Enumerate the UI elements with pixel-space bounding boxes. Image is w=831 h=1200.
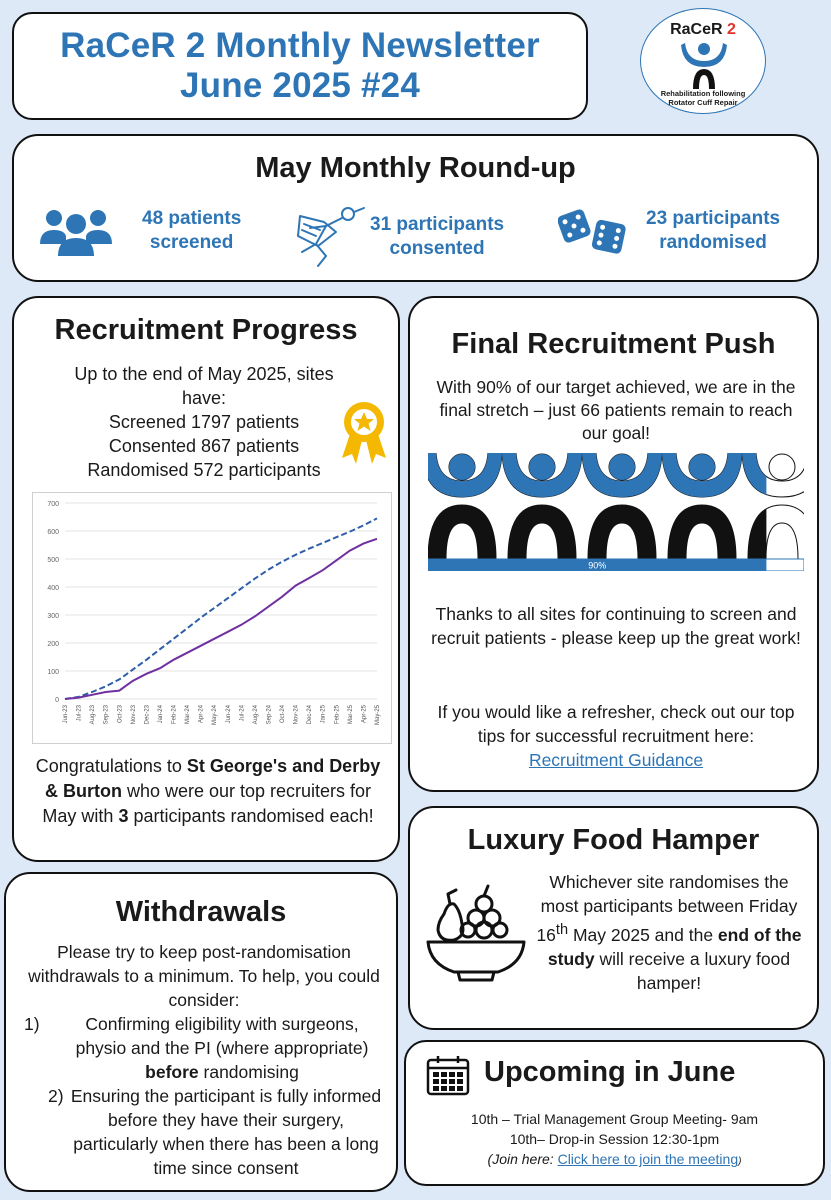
x-tick-label: Apr-24 (199, 704, 205, 723)
series-line-0 (64, 517, 378, 700)
x-tick-label: Feb-24 (172, 704, 178, 724)
y-tick-label: 600 (47, 529, 59, 536)
x-tick-label: May-25 (375, 704, 381, 725)
join-meeting-link[interactable]: Click here to join the meeting (557, 1151, 739, 1167)
stat-randomised: 23 participants randomised (558, 206, 780, 256)
monthly-roundup-panel: May Monthly Round-up 48 patients screene… (12, 134, 819, 282)
event-tmg-meeting: 10th – Trial Management Group Meeting- 9… (470, 1111, 759, 1127)
x-tick-label: Oct-23 (117, 704, 123, 723)
push-thanks-text: Thanks to all sites for continuing to sc… (431, 604, 801, 648)
final-recruitment-push-panel: Final Recruitment Push With 90% of our t… (408, 296, 819, 792)
x-tick-label: Jan-25 (321, 704, 327, 723)
calendar-icon (426, 1056, 470, 1096)
x-tick-label: Aug-24 (253, 704, 259, 724)
randomised-total: Randomised 572 participants (87, 460, 321, 480)
x-tick-label: Nov-23 (131, 704, 137, 724)
stat-randomised-line2: randomised (659, 232, 767, 253)
x-tick-label: Sep-23 (104, 704, 110, 724)
people-group-icon (40, 210, 112, 256)
x-tick-label: Nov-24 (294, 704, 300, 724)
stat-screened: 48 patients screened (38, 206, 241, 256)
event-drop-in-session: 10th– Drop-in Session 12:30-1pm (509, 1131, 720, 1147)
upcoming-title: Upcoming in June (484, 1056, 736, 1088)
stat-consented-line2: consented (389, 238, 485, 259)
y-tick-label: 400 (47, 585, 59, 592)
stat-screened-line2: screened (149, 232, 234, 253)
logo-sub-2: Rotator Cuff Repair (668, 98, 738, 107)
person-arms-up-icon (681, 43, 727, 89)
withdrawal-tip-1: 1) Confirming eligibility with surgeons,… (24, 1014, 369, 1082)
withdrawal-tip-2: 2) Ensuring the participant is fully inf… (48, 1086, 382, 1178)
logo-name: RaCeR (670, 21, 723, 38)
x-tick-label: Mar-24 (185, 704, 191, 724)
y-tick-label: 200 (47, 641, 59, 648)
series-line-1 (64, 537, 378, 700)
food-hamper-panel: Luxury Food Hamper Whichever site random… (408, 806, 819, 1030)
x-tick-label: Dec-24 (307, 704, 313, 724)
x-tick-label: Feb-25 (334, 704, 340, 724)
figure-filled (502, 453, 582, 559)
y-tick-label: 100 (47, 669, 59, 676)
x-tick-label: Mar-25 (348, 704, 354, 724)
x-tick-label: Apr-25 (361, 704, 367, 723)
y-tick-label: 700 (47, 501, 59, 508)
x-tick-label: Jul-23 (77, 704, 83, 721)
withdrawals-intro: Please try to keep post-randomisation wi… (28, 942, 380, 1010)
screened-total: Screened 1797 patients (108, 412, 300, 432)
logo-sub-1: Rehabilitation following (660, 89, 746, 98)
title-line-1: RaCeR 2 Monthly Newsletter (60, 26, 540, 65)
figure-filled (662, 453, 742, 559)
hamper-title: Luxury Food Hamper (467, 824, 760, 856)
y-tick-label: 500 (47, 557, 59, 564)
push-target-text: With 90% of our target achieved, we are … (436, 377, 796, 443)
newsletter-title: RaCeR 2 Monthly Newsletter June 2025 #24 (12, 12, 588, 120)
title-line-2: June 2025 #24 (180, 66, 420, 105)
top-recruiter-sites: St George's and Derby & Burton (44, 756, 381, 801)
top-recruiters-note: Congratulations to St George's and Derby… (35, 756, 381, 826)
figure-filled (428, 453, 502, 559)
x-tick-label: Sep-24 (266, 704, 272, 724)
x-tick-label: Jun-23 (63, 704, 69, 723)
stat-screened-line1: 48 patients (142, 208, 242, 229)
x-tick-label: Jan-24 (158, 704, 164, 723)
superhero-icon (297, 207, 365, 267)
figure-filled (582, 453, 662, 559)
figure-filled (742, 453, 767, 559)
progress-intro-2: have: (181, 388, 227, 408)
recruitment-target-progress-bar: 90% (428, 453, 804, 571)
y-tick-label: 0 (55, 697, 59, 704)
hamper-text: Whichever site randomises the most parti… (536, 872, 802, 993)
stat-consented: 31 participants consented (296, 206, 504, 268)
withdrawals-title: Withdrawals (115, 896, 287, 928)
x-tick-label: Jul-24 (239, 704, 245, 721)
racer2-logo: RaCeR 2 Rehabilitation following Rotator… (640, 8, 766, 114)
x-tick-label: May-24 (212, 704, 218, 725)
logo-number: 2 (727, 21, 736, 38)
push-title: Final Recruitment Push (451, 328, 776, 360)
upcoming-events-panel: Upcoming in June 10th – Trial Management… (404, 1040, 825, 1186)
consented-total: Consented 867 patients (108, 436, 300, 456)
stat-consented-line1: 31 participants (370, 214, 505, 235)
withdrawals-panel: Withdrawals Please try to keep post-rand… (4, 872, 398, 1192)
x-tick-label: Dec-23 (144, 704, 150, 724)
fruit-bowl-icon (426, 884, 526, 982)
dice-icon (558, 209, 626, 254)
join-meeting-note: (Join here: Click here to join the meeti… (487, 1151, 742, 1167)
recruitment-progress-panel: Recruitment Progress Up to the end of Ma… (12, 296, 400, 862)
progress-summary: Up to the end of May 2025, sites have: S… (44, 362, 364, 482)
stat-randomised-line1: 23 participants (646, 208, 781, 229)
progress-title: Recruitment Progress (54, 314, 358, 346)
x-tick-label: Oct-24 (280, 704, 286, 723)
recruitment-guidance-link[interactable]: Recruitment Guidance (528, 750, 704, 770)
x-tick-label: Aug-23 (90, 704, 96, 724)
progress-bar-label: 90% (588, 561, 606, 571)
push-refresher-text: If you would like a refresher, check out… (437, 702, 795, 770)
award-medal-icon (342, 402, 386, 464)
y-tick-label: 300 (47, 613, 59, 620)
progress-intro-1: Up to the end of May 2025, sites (74, 364, 334, 384)
roundup-title: May Monthly Round-up (255, 152, 576, 184)
x-tick-label: Jun-24 (226, 704, 232, 723)
